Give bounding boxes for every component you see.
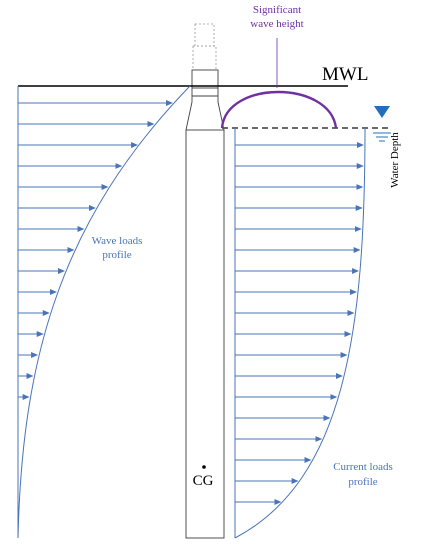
water-level-marker-icon [373, 106, 391, 142]
current-loads-profile: Current loads profile [234, 127, 393, 539]
wave-loads-profile: Wave loads profile [17, 85, 191, 539]
wave-load-arrows [18, 100, 173, 400]
transition-piece [185, 69, 225, 131]
water-depth-label: Water Depth [389, 132, 401, 188]
cg-dot [202, 465, 206, 469]
current-load-arrows [235, 142, 364, 505]
monopile [185, 129, 225, 539]
significant-wave-height-label-2: wave height [250, 18, 303, 30]
significant-wave-height-label-1: Significant [253, 4, 301, 16]
wave-loads-label-2: profile [102, 249, 131, 261]
cg-label: CG [193, 473, 214, 489]
current-profile-curve [234, 127, 366, 539]
current-loads-label-1: Current loads [333, 461, 393, 473]
wave-profile-curve [17, 85, 191, 539]
current-loads-label-2: profile [348, 476, 377, 488]
tower-top-dashed [192, 23, 217, 71]
wave-loads-label-1: Wave loads [92, 235, 143, 247]
mwl-label: MWL [322, 64, 368, 85]
wave-height-arc [220, 90, 338, 129]
